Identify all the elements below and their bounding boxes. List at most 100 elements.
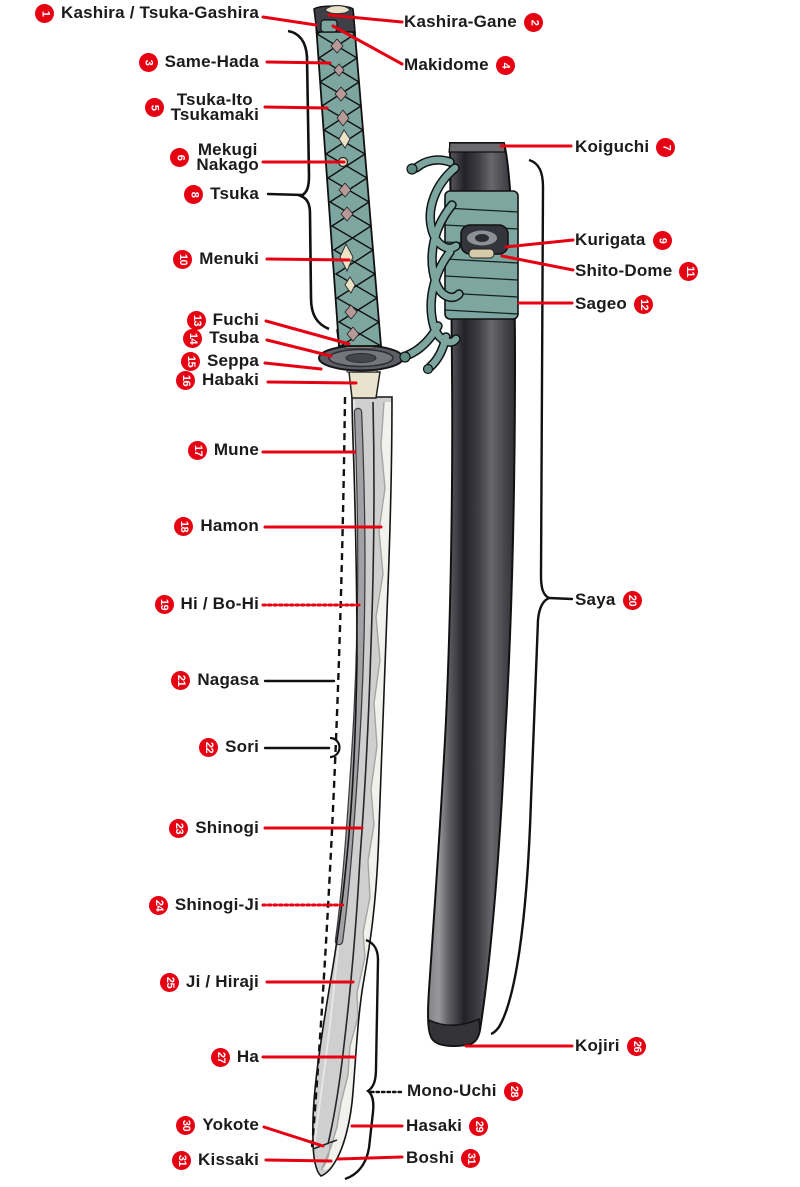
label-text: Tsuka (210, 184, 259, 203)
label-number-badge: 5 (144, 97, 164, 117)
habaki (348, 371, 381, 399)
leader-tsuba (265, 338, 333, 358)
blade (312, 396, 393, 1177)
label-number-badge: 15 (180, 351, 200, 371)
label-number-badge: 6 (170, 147, 190, 167)
sageo-knot (399, 155, 464, 375)
label-mune: 17 Mune (187, 440, 259, 460)
label-saya: Saya 20 (575, 590, 642, 610)
label-number-badge: 25 (159, 972, 179, 992)
label-kissaki: 31 Kissaki (172, 1150, 259, 1170)
leader-boshi (336, 1155, 404, 1161)
label-text: Mune (213, 440, 259, 459)
label-text: Kashira / Tsuka-Gashira (61, 3, 259, 22)
label-number-badge: 17 (187, 440, 207, 460)
label-number-badge: 3 (138, 52, 158, 72)
label-text: Fuchi (212, 310, 259, 329)
label-fuchi: 13 Fuchi (186, 310, 259, 330)
label-tsuka: 8 Tsuka (184, 184, 259, 204)
label-koiguchi: Koiguchi 7 (575, 137, 676, 157)
label-number-badge: 23 (169, 818, 189, 838)
label-text: Hi / Bo-Hi (180, 594, 259, 613)
leader-tsuka-ito (263, 105, 329, 110)
label-text: Koiguchi (575, 137, 650, 156)
label-text: Saya (575, 590, 616, 609)
tsuka-handle (313, 4, 382, 347)
label-number-badge: 21 (171, 670, 191, 690)
label-number-badge: 27 (210, 1047, 230, 1067)
label-number-badge: 31 (461, 1148, 481, 1168)
label-number-badge: 26 (626, 1036, 646, 1056)
label-text: Mono-Uchi (407, 1081, 497, 1100)
hamon-line (321, 401, 386, 1169)
label-text: Shito-Dome (575, 261, 673, 280)
leader-kissaki (264, 1158, 333, 1163)
label-number-badge: 10 (173, 249, 193, 269)
label-number-badge: 16 (176, 370, 196, 390)
label-number-badge: 8 (184, 184, 204, 204)
leader-same-hada (265, 60, 332, 65)
makidome-knot (320, 19, 338, 33)
leader-kashira-gane (327, 13, 404, 24)
kashira-gane (324, 4, 351, 15)
leader-seppa (263, 361, 323, 371)
label-text: Same-Hada (164, 52, 259, 71)
label-shito-dome: Shito-Dome 11 (575, 261, 699, 281)
label-number-badge: 12 (634, 294, 654, 314)
leader-kurigata (504, 238, 575, 249)
shito-dome (468, 248, 495, 259)
label-number-badge: 11 (679, 261, 699, 281)
label-number-badge: 13 (186, 310, 206, 330)
label-text: Tsuba (209, 328, 259, 347)
label-number-badge: 7 (656, 137, 676, 157)
label-number-badge: 18 (174, 516, 194, 536)
leader-shito-dome (500, 254, 575, 272)
label-number-badge: 20 (622, 590, 642, 610)
leader-makidome (331, 24, 404, 66)
label-menuki: 10 Menuki (173, 249, 259, 269)
label-text: Kissaki (198, 1150, 259, 1169)
shinogi-line (327, 401, 375, 1145)
tsuba-core (345, 353, 377, 363)
leader-yokote (262, 1125, 325, 1148)
label-text: Yokote (202, 1115, 259, 1134)
label-text: Kashira-Gane (404, 12, 517, 31)
label-ji-hiraji: 25 Ji / Hiraji (159, 972, 259, 992)
label-number-badge: 24 (148, 895, 168, 915)
menuki (339, 242, 354, 273)
koiguchi-mouth (448, 142, 506, 153)
saya-illustration (399, 142, 519, 1047)
label-text: Menuki (199, 249, 259, 268)
label-kojiri: Kojiri 26 (575, 1036, 646, 1056)
label-text: Makidome (404, 55, 489, 74)
leader-kashira (261, 15, 318, 27)
menuki-ornaments (338, 129, 356, 294)
hamon-edge-zone (322, 402, 392, 1170)
label-text: Boshi (406, 1148, 455, 1167)
label-number-badge: 2 (523, 12, 543, 32)
label-text: Kurigata (575, 230, 646, 249)
label-text: Hasaki (406, 1116, 463, 1135)
label-number-badge: 31 (172, 1150, 192, 1170)
sori-arc (329, 736, 341, 759)
yokote-line (312, 1139, 338, 1150)
label-number-badge: 4 (495, 55, 515, 75)
label-text: Sori (225, 737, 259, 756)
label-text: Kojiri (575, 1036, 620, 1055)
label-text: Ji / Hiraji (185, 972, 259, 991)
